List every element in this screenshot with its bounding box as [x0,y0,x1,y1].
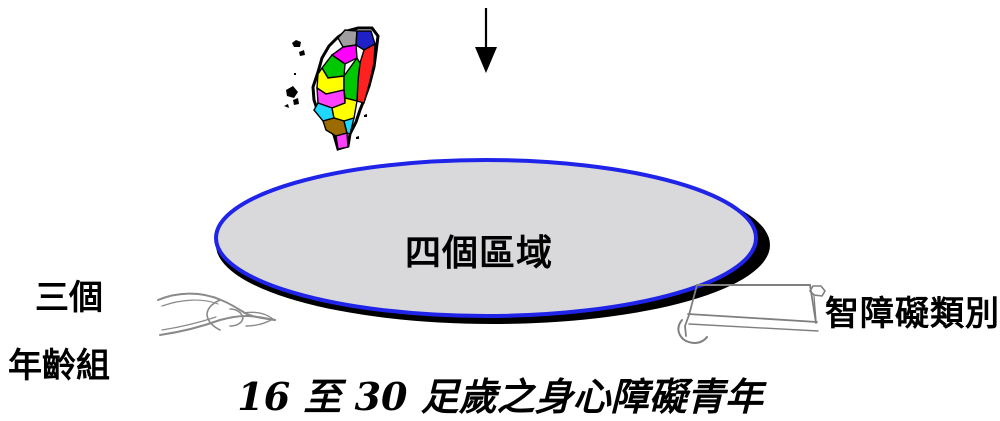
pliers-icon [157,292,276,336]
hacksaw-icon [677,284,826,344]
taiwan-map-icon [284,26,380,151]
disability-types-label: 智障礙類別 [825,294,1000,334]
region-ellipse [214,158,758,318]
age-groups-label-line-2: 年齡組 [8,346,110,386]
age-groups-label-line-1: 三個 [35,278,103,318]
down-arrow-icon [475,8,497,73]
center-region-label: 四個區域 [405,233,554,274]
bottom-caption: 16 至 30 足歲之身心障礙青年 [237,374,763,419]
